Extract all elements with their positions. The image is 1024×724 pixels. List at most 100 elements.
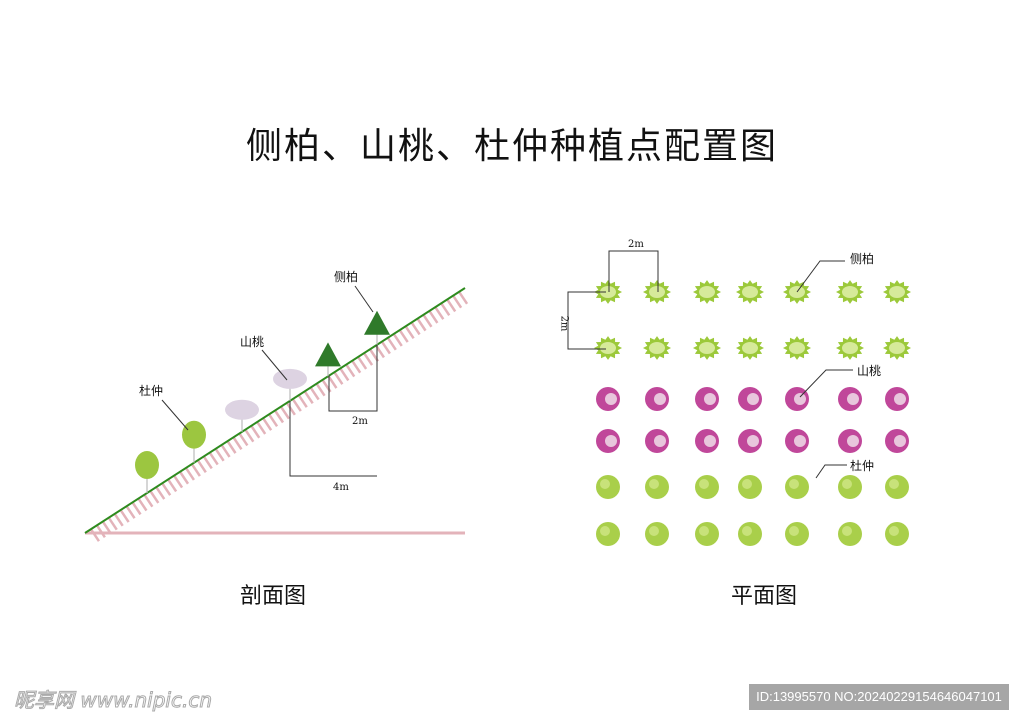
section-tree-cebai	[364, 310, 390, 345]
plan-symbol-shantao-blossom	[747, 393, 759, 405]
section-tree-shantao	[273, 368, 307, 401]
slope-hatch	[452, 294, 463, 309]
page-title: 侧柏、山桃、杜仲种植点配置图	[245, 126, 778, 167]
plan-symbol-shantao-blossom	[894, 393, 906, 405]
slope-hatch	[250, 425, 261, 439]
slope-hatch	[238, 432, 249, 447]
conifer-crown	[315, 342, 341, 367]
plan-symbol-cebai-center	[842, 342, 858, 354]
slope-hatch	[357, 356, 368, 370]
slope-hatch	[89, 528, 100, 542]
section-tree-duzhong	[182, 420, 206, 463]
plan-label-shantao: 山桃	[857, 364, 882, 378]
plan-symbol-duzhong-highlight	[699, 526, 709, 536]
slope-hatch	[392, 333, 403, 347]
plan-symbol-duzhong-highlight	[600, 526, 610, 536]
section-tree-shantao	[225, 399, 259, 432]
slope-hatch	[113, 513, 124, 527]
slope-hatch	[291, 398, 302, 412]
plan-symbol-duzhong-highlight	[600, 479, 610, 489]
leader-cebai	[354, 285, 374, 313]
slope-hatch	[333, 371, 344, 385]
leaf-crown	[135, 451, 159, 480]
plan-symbol-duzhong-highlight	[789, 526, 799, 536]
plan-symbol-shantao-blossom	[605, 393, 617, 405]
plan-symbol-duzhong-highlight	[842, 479, 852, 489]
slope-hatch	[297, 394, 308, 408]
slope-hatch	[446, 298, 457, 313]
leader-duzhong	[161, 399, 189, 431]
plan-symbol-shantao-blossom	[605, 435, 617, 447]
slope-hatch	[458, 291, 469, 305]
plan-view	[567, 250, 911, 546]
plan-symbol-duzhong-highlight	[699, 479, 709, 489]
plan-symbol-cebai-center	[889, 342, 905, 354]
slope-hatch	[416, 317, 427, 332]
plan-symbol-duzhong-highlight	[889, 479, 899, 489]
slope-hatch	[262, 417, 273, 431]
plan-symbol-cebai-center	[699, 286, 715, 298]
plan-label-cebai: 侧柏	[850, 252, 875, 266]
plan-symbol-cebai-center	[842, 286, 858, 298]
slope-hatch	[345, 363, 356, 378]
slope-hatch	[101, 520, 112, 535]
blossom-crown	[225, 399, 259, 420]
slope-hatch	[202, 455, 213, 470]
watermark-logo: 昵享网 www.nipic.cn	[13, 688, 213, 713]
plan-symbol-duzhong-highlight	[889, 526, 899, 536]
plan-symbol-shantao-blossom	[654, 393, 666, 405]
plan-symbol-duzhong-highlight	[742, 479, 752, 489]
slope-hatch	[119, 509, 130, 523]
slope-hatch	[434, 306, 445, 320]
slope-hatch	[303, 390, 314, 405]
blossom-crown	[273, 368, 307, 389]
slope-hatch	[173, 474, 184, 489]
plan-symbol-shantao-blossom	[794, 435, 806, 447]
section-label-shantao: 山桃	[240, 335, 265, 349]
plan-symbol-cebai-center	[742, 286, 758, 298]
plan-label-duzhong: 杜仲	[850, 459, 875, 473]
slope-hatch	[422, 314, 433, 328]
section-label-duzhong: 杜仲	[139, 384, 164, 398]
leaf-crown	[182, 420, 206, 449]
slope-hatch	[244, 428, 255, 443]
slope-hatch	[285, 402, 296, 416]
slope-hatch	[190, 463, 201, 477]
conifer-crown	[364, 310, 390, 335]
section-view	[84, 285, 469, 542]
plan-symbol-duzhong-highlight	[649, 526, 659, 536]
plan-symbol-shantao-blossom	[847, 393, 859, 405]
plan-symbol-cebai-center	[649, 286, 665, 298]
slope-hatch	[428, 310, 439, 324]
slope-hatch	[309, 386, 320, 401]
slope-hatch	[268, 413, 279, 428]
plan-symbol-cebai-center	[789, 342, 805, 354]
plan-leader-shantao	[799, 369, 853, 398]
slope-hatch	[143, 494, 154, 508]
slope-hatch	[327, 375, 338, 389]
slope-hatch	[161, 482, 172, 496]
slope-hatch	[232, 436, 243, 450]
slope-hatch	[404, 325, 415, 339]
plan-symbol-cebai-center	[649, 342, 665, 354]
plan-leader-cebai	[796, 260, 845, 293]
slope-hatch	[155, 486, 166, 500]
section-tree-cebai	[315, 342, 341, 377]
plan-symbol-shantao-blossom	[747, 435, 759, 447]
section-dim-2m: 2m	[352, 416, 368, 427]
slope-hatch	[167, 478, 178, 493]
plan-symbol-cebai-center	[600, 286, 616, 298]
plan-symbol-cebai-center	[742, 342, 758, 354]
slope-hatch	[149, 490, 160, 504]
slope-hatch	[273, 409, 285, 424]
slope-hatch	[214, 448, 225, 462]
plan-symbol-cebai-center	[600, 342, 616, 354]
slope-hatch	[184, 467, 195, 481]
plan-symbol-shantao-blossom	[704, 393, 716, 405]
leader-shantao	[261, 349, 288, 381]
watermark-id: ID:13995570 NO:20240229154646047101	[749, 684, 1009, 710]
plan-dimension-vertical	[567, 291, 606, 350]
plan-symbol-cebai-center	[889, 286, 905, 298]
slope-hatch	[131, 501, 142, 516]
